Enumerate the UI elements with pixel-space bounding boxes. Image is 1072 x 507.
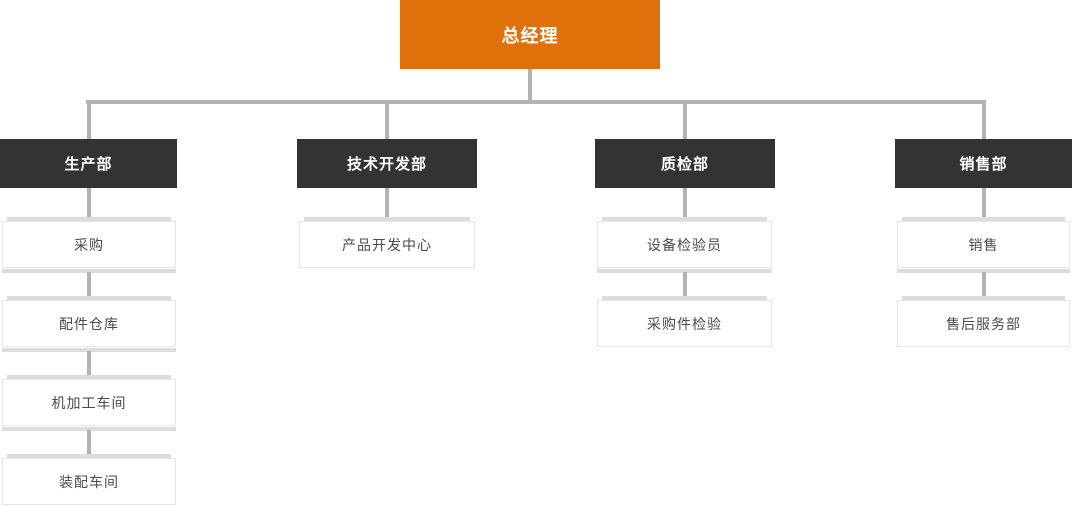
connector-cap (902, 217, 1065, 221)
org-node-procurement: 采购 (2, 221, 176, 268)
connector-cap (897, 269, 1070, 273)
connector-line (87, 430, 91, 456)
org-node-product-dev-center: 产品开发中心 (299, 221, 475, 268)
connector-cap (7, 375, 171, 379)
connector-cap (7, 296, 171, 300)
connector-cap (902, 296, 1065, 300)
org-node-tech-dev-dept: 技术开发部 (297, 139, 477, 188)
connector-line (683, 272, 687, 298)
connector-cap (7, 454, 171, 458)
org-node-sales: 销售 (897, 221, 1070, 268)
connector-cap (597, 269, 772, 273)
connector-line (683, 188, 687, 219)
org-node-quality-dept: 质检部 (595, 139, 775, 188)
connector-cap (304, 217, 470, 221)
connector-line (87, 351, 91, 377)
connector-drop-sales (982, 104, 986, 139)
connector-root-vertical (528, 69, 532, 104)
connector-drop-tech-dev (385, 104, 389, 139)
org-node-parts-warehouse: 配件仓库 (2, 300, 176, 347)
org-node-machining-workshop: 机加工车间 (2, 379, 176, 426)
connector-cap (602, 296, 767, 300)
connector-cap (602, 217, 767, 221)
connector-cap (7, 217, 171, 221)
connector-line (385, 188, 389, 219)
connector-rail-horizontal (86, 100, 986, 104)
org-node-assembly-workshop: 装配车间 (2, 458, 176, 505)
connector-line (982, 272, 986, 298)
connector-cap (2, 427, 176, 431)
connector-line (87, 188, 91, 219)
connector-line (87, 272, 91, 298)
org-node-equipment-inspector: 设备检验员 (597, 221, 772, 268)
connector-cap (2, 269, 176, 273)
org-node-production-dept: 生产部 (0, 139, 177, 188)
org-node-sales-dept: 销售部 (895, 139, 1072, 188)
org-node-general-manager: 总经理 (400, 0, 660, 69)
connector-drop-quality (683, 104, 687, 139)
connector-line (982, 188, 986, 219)
connector-cap (2, 348, 176, 352)
connector-drop-production (87, 104, 91, 139)
org-node-after-sales-service: 售后服务部 (897, 300, 1070, 347)
org-node-purchased-parts-inspection: 采购件检验 (597, 300, 772, 347)
